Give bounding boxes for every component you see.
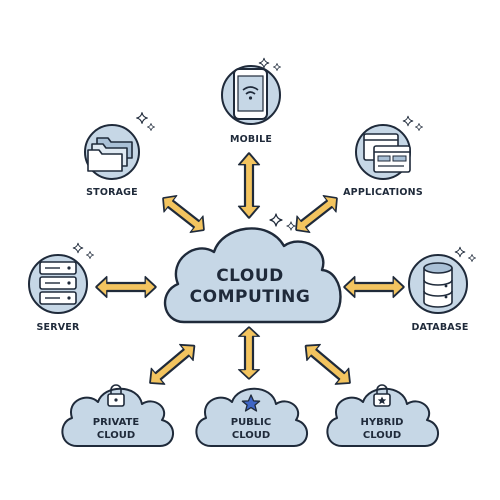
sparkle-icon: [415, 123, 423, 131]
database-label: DATABASE: [411, 322, 468, 333]
node-mobile: MOBILE: [221, 65, 281, 145]
lock-icon: [107, 384, 125, 407]
sparkle-icon: [72, 242, 84, 254]
cloud-private: PRIVATE CLOUD: [61, 384, 174, 447]
folders-icon: [87, 137, 133, 172]
public-cloud-line2: CLOUD: [232, 430, 270, 441]
sparkle-icon: [136, 112, 148, 124]
center-title-line2: COMPUTING: [190, 287, 311, 307]
server-label: SERVER: [36, 322, 79, 333]
sparkle-icon: [402, 115, 414, 127]
applications-label: APPLICATIONS: [343, 187, 423, 198]
cloud-hybrid: HYBRID CLOUD: [326, 384, 439, 447]
sparkle-icon: [269, 213, 283, 227]
cloud-computing-center: CLOUD COMPUTING: [163, 227, 342, 324]
arrow-private-cloud: [142, 337, 202, 392]
cloud-public: PUBLIC CLOUD: [195, 387, 308, 447]
public-cloud-line1: PUBLIC: [231, 417, 272, 428]
app-windows-icon: [363, 133, 411, 173]
private-cloud-line1: PRIVATE: [93, 417, 140, 428]
storage-label: STORAGE: [86, 187, 138, 198]
arrow-hybrid-cloud: [298, 337, 358, 392]
sparkle-icon: [454, 246, 466, 258]
hybrid-cloud-line1: HYBRID: [361, 417, 404, 428]
sparkle-icon: [468, 254, 476, 262]
arrow-database: [342, 275, 406, 299]
database-icon: [423, 262, 453, 308]
node-storage: STORAGE: [84, 124, 140, 198]
star-icon: [241, 394, 261, 412]
node-database: DATABASE: [408, 254, 468, 333]
sparkle-icon: [147, 123, 155, 131]
arrow-applications: [288, 189, 345, 239]
sparkle-icon: [258, 57, 270, 69]
sparkle-icon: [86, 251, 94, 259]
lock-star-icon: [373, 384, 391, 407]
node-applications: APPLICATIONS: [343, 124, 423, 198]
smartphone-wifi-icon: [233, 68, 268, 120]
center-title-line1: CLOUD: [216, 266, 284, 286]
private-cloud-line2: CLOUD: [97, 430, 135, 441]
server-rack-icon: [39, 261, 77, 305]
arrow-mobile: [237, 151, 261, 220]
sparkle-icon: [273, 63, 281, 71]
arrow-server: [94, 275, 158, 299]
arrow-public-cloud: [237, 325, 261, 381]
mobile-label: MOBILE: [230, 134, 272, 145]
arrow-storage: [155, 189, 212, 239]
hybrid-cloud-line2: CLOUD: [363, 430, 401, 441]
sparkle-icon: [286, 221, 296, 231]
node-server: SERVER: [28, 254, 88, 333]
